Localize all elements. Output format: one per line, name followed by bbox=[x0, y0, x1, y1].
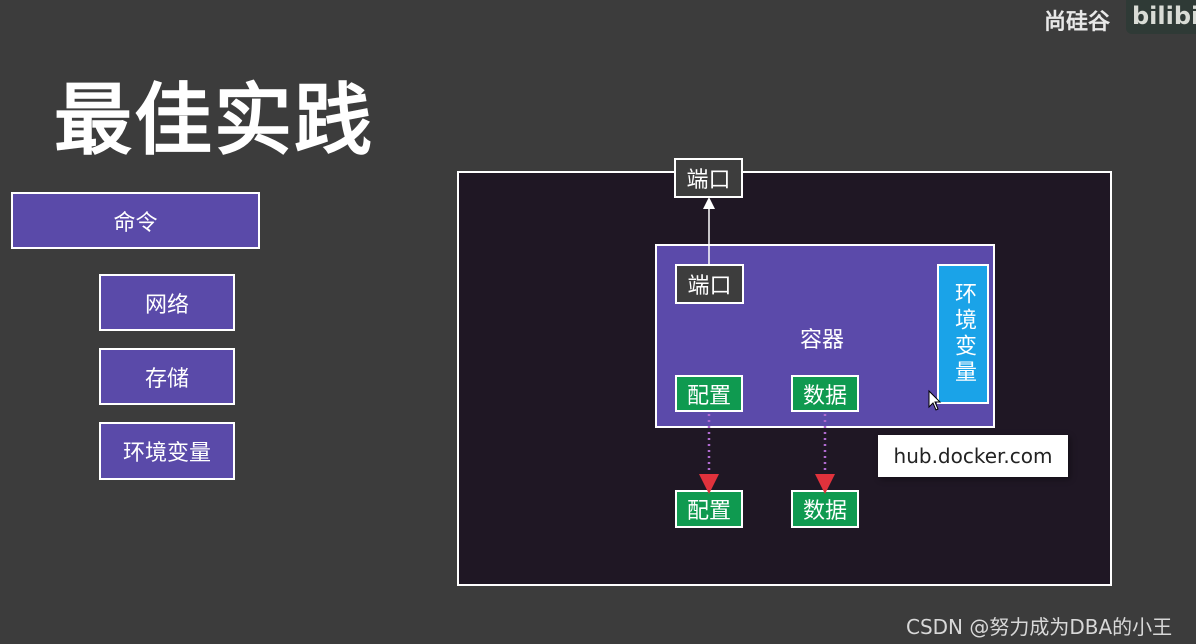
container-port-box: 端口 bbox=[675, 264, 744, 304]
storage-box: 存储 bbox=[99, 348, 235, 405]
env-variables-box: 环境变量 bbox=[937, 264, 989, 404]
csdn-watermark: CSDN @努力成为DBA的小王 bbox=[906, 615, 1173, 639]
config-inner-box: 配置 bbox=[675, 375, 743, 412]
slide-title: 最佳实践 bbox=[54, 76, 375, 166]
command-box: 命令 bbox=[11, 192, 260, 249]
config-outer-box: 配置 bbox=[675, 490, 743, 528]
brand-logo-text: bilibili bbox=[1132, 2, 1196, 30]
host-port-box: 端口 bbox=[674, 158, 743, 198]
hub-docker-label: hub.docker.com bbox=[878, 435, 1068, 477]
network-box: 网络 bbox=[99, 274, 235, 331]
brand-name: 尚硅谷 bbox=[1044, 10, 1111, 35]
mouse-cursor-icon bbox=[928, 389, 942, 411]
data-inner-box: 数据 bbox=[791, 375, 859, 412]
container-label: 容器 bbox=[800, 328, 845, 353]
bilibili-logo-icon: bilibili bbox=[1126, 0, 1196, 34]
env-vars-box: 环境变量 bbox=[99, 422, 235, 480]
data-outer-box: 数据 bbox=[791, 490, 859, 528]
